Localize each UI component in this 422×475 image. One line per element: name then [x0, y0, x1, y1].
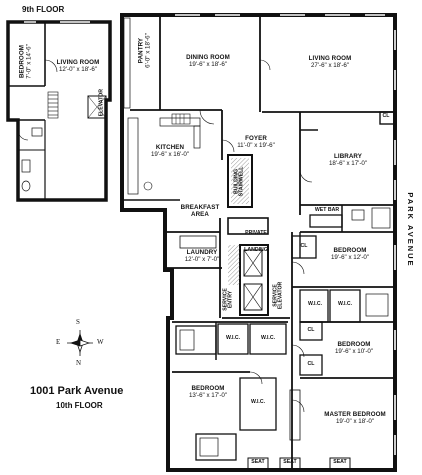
walk-in-closet-label: W.I.C. — [307, 301, 323, 307]
laundry-label: LAUNDRY 12'-0" x 7'-0" — [184, 249, 220, 263]
seat-label: SEAT — [333, 459, 347, 465]
compass-rose — [67, 330, 93, 356]
closet-label: CL — [300, 243, 308, 249]
closet-label: CL — [382, 113, 390, 119]
foyer-label: FOYER 11'-0" x 19'-6" — [237, 135, 275, 149]
service-elevator-label: SERVICE ELEVATOR — [272, 281, 284, 310]
bedroom-a-label: BEDROOM 19'-6" x 12'-0" — [330, 247, 370, 261]
service-entry-label: SERVICE ENTRY — [222, 288, 234, 311]
library-label: LIBRARY 18'-6" x 17'-0" — [328, 153, 368, 167]
seat-label: SEAT — [283, 459, 297, 465]
bedroom-9-label: BEDROOM 7'-0" x 14'-6" — [18, 44, 33, 79]
master-bedroom-label: MASTER BEDROOM 19'-0" x 18'-0" — [324, 411, 386, 425]
elevator-9-label: ELEVATOR — [98, 89, 105, 117]
walk-in-closet-label: W.I.C. — [260, 335, 276, 341]
ninth-floor-plan — [6, 20, 112, 202]
bedroom-b-label: BEDROOM 19'-6" x 10'-0" — [334, 341, 374, 355]
kitchen-label: KITCHEN 19'-6" x 16'-0" — [150, 144, 190, 158]
living-room-9-label: LIVING ROOM 12'-0" x 18'-6" — [56, 59, 100, 73]
stairwell-label: BUILDING STAIRWELL — [233, 166, 245, 197]
dining-room-label: DINING ROOM 19'-6" x 18'-6" — [186, 54, 230, 68]
bedroom-c-label: BEDROOM 13'-6" x 17'-0" — [188, 385, 228, 399]
compass-west-label: W — [97, 338, 104, 346]
walk-in-closet-label: W.I.C. — [337, 301, 353, 307]
private-landing-label: PRIVATE LANDING — [244, 230, 268, 253]
walk-in-closet-label: W.I.C. — [250, 399, 266, 405]
living-room-label: LIVING ROOM 27'-6" x 18'-6" — [308, 55, 352, 69]
compass-north-label: N — [76, 359, 82, 367]
closet-label: CL — [307, 361, 315, 367]
compass-south-label: S — [76, 318, 80, 326]
compass-east-label: E — [56, 338, 61, 346]
building-address: 1001 Park Avenue — [30, 385, 124, 397]
walk-in-closet-label: W.I.C. — [225, 335, 241, 341]
closet-label: CL — [307, 327, 315, 333]
floor-label: 10th FLOOR — [56, 401, 103, 410]
pantry-label: PANTRY 6'-0" x 18'-6" — [137, 33, 152, 68]
ninth-floor-title: 9th FLOOR — [22, 5, 65, 14]
breakfast-area-label: BREAKFAST AREA — [180, 204, 220, 218]
park-avenue-street-label: PARK AVENUE — [405, 192, 415, 268]
wet-bar-label: WET BAR — [314, 207, 340, 213]
tenth-floor-plan — [120, 13, 397, 472]
seat-label: SEAT — [251, 459, 265, 465]
